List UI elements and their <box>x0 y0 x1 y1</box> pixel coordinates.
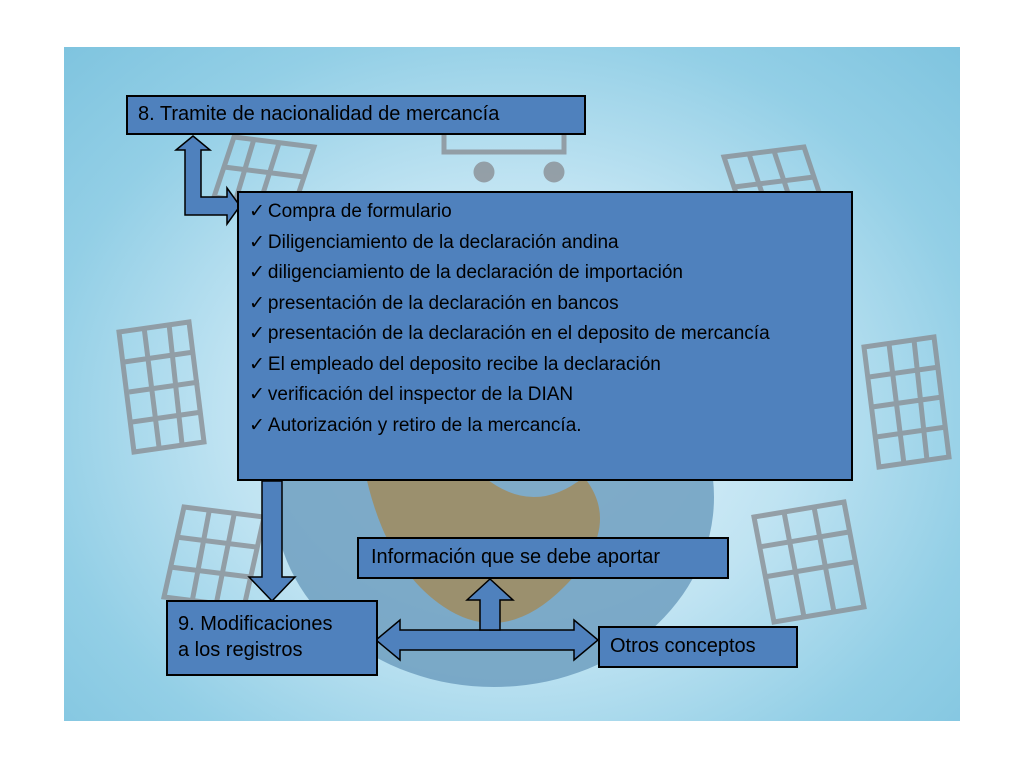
checkmark-icon: ✓ <box>249 414 265 436</box>
checkmark-icon: ✓ <box>249 262 265 283</box>
information-text: Información que se debe aportar <box>371 546 661 568</box>
checkmark-icon: ✓ <box>249 292 265 314</box>
step-item: ✓presentación de la declaración en banco… <box>249 289 841 320</box>
nationality-procedure-title-box: 8. Tramite de nacionalidad de mercancía <box>126 95 586 135</box>
step-item: ✓presentación de la declaración en el de… <box>249 319 841 350</box>
up-arrow-to-information-box <box>465 577 515 631</box>
modifications-line-2: a los registros <box>178 639 303 661</box>
cart-left <box>116 319 207 455</box>
modifications-line-1: 9. Modificaciones <box>178 613 333 635</box>
cart-bottom-right <box>751 499 867 625</box>
step-item: ✓Diligenciamiento de la declaración andi… <box>249 228 841 259</box>
information-to-provide-box: Información que se debe aportar <box>357 537 729 579</box>
step-item: ✓verificación del inspector de la DIAN <box>249 380 841 411</box>
steps-list: ✓Compra de formulario ✓Diligenciamiento … <box>249 197 841 441</box>
step-item: ✓Compra de formulario <box>249 197 841 228</box>
other-concepts-box: Otros conceptos <box>598 626 798 668</box>
checkmark-icon: ✓ <box>249 384 265 405</box>
globe-continent <box>364 449 600 623</box>
step-item: ✓Autorización y retiro de la mercancía. <box>249 411 841 442</box>
down-arrow-steps-to-modifications <box>247 480 297 603</box>
checkmark-icon: ✓ <box>249 231 265 253</box>
other-concepts-text: Otros conceptos <box>610 635 756 657</box>
step-item: ✓diligenciamiento de la declaración de i… <box>249 258 841 289</box>
procedure-steps-box: ✓Compra de formulario ✓Diligenciamiento … <box>237 191 853 481</box>
elbow-arrow-title-to-steps <box>173 135 241 227</box>
cart-right <box>861 334 952 470</box>
checkmark-icon: ✓ <box>249 201 265 222</box>
checkmark-icon: ✓ <box>249 353 265 375</box>
checkmark-icon: ✓ <box>249 323 265 344</box>
registry-modifications-box: 9. Modificaciones a los registros <box>166 600 378 676</box>
step-item: ✓El empleado del deposito recibe la decl… <box>249 350 841 381</box>
title-text: 8. Tramite de nacionalidad de mercancía <box>138 103 500 125</box>
